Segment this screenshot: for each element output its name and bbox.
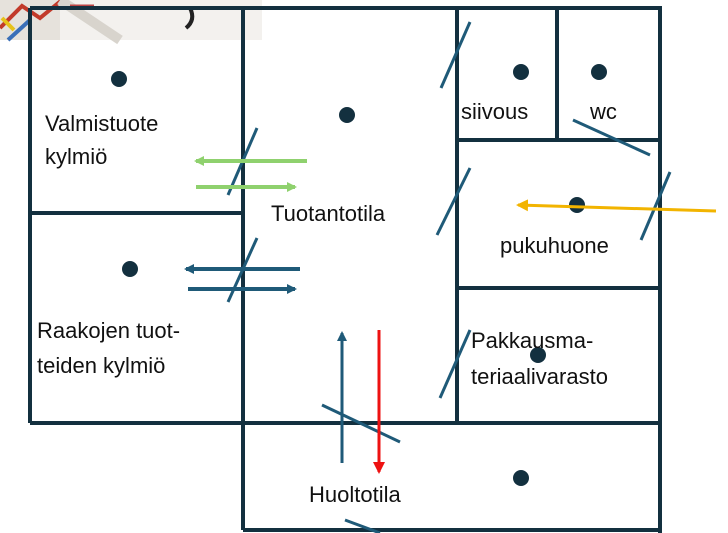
label-valmistuote-line2: kylmiö xyxy=(45,144,107,169)
label-pakkaus-line2: teriaalivarasto xyxy=(471,364,608,389)
label-raakojen-line1: Raakojen tuot- xyxy=(37,318,180,343)
label-siivous: siivous xyxy=(461,99,528,124)
arrow-orange-left xyxy=(516,199,717,213)
label-raakojen-line2: teiden kylmiö xyxy=(37,353,165,378)
flow-arrows xyxy=(184,156,717,474)
dot-marker-icon xyxy=(339,107,355,123)
walls xyxy=(28,6,662,533)
dot-marker-icon xyxy=(513,64,529,80)
label-valmistuote-line1: Valmistuote xyxy=(45,111,158,136)
door-siivous xyxy=(439,21,472,89)
label-tuotantotila: Tuotantotila xyxy=(271,201,386,226)
label-pukuhuone: pukuhuone xyxy=(500,233,609,258)
door-pukuhuone xyxy=(435,167,472,236)
label-pakkaus-line1: Pakkausma- xyxy=(471,328,593,353)
door-wc xyxy=(572,118,651,157)
doors xyxy=(226,21,672,533)
label-huoltotila: Huoltotila xyxy=(309,482,401,507)
label-wc: wc xyxy=(589,99,617,124)
outer-wall xyxy=(30,6,662,533)
dot-marker-icon xyxy=(591,64,607,80)
dot-marker-icon xyxy=(569,197,585,213)
dot-marker-icon xyxy=(111,71,127,87)
dot-marker-icon xyxy=(513,470,529,486)
door-pakkaus xyxy=(438,329,472,399)
door-pukuhuone-outer xyxy=(639,171,672,241)
room-labels: Valmistuote kylmiö Tuotantotila siivous … xyxy=(37,99,617,507)
room-markers xyxy=(111,64,607,486)
door-huolto-outer xyxy=(344,518,381,533)
dot-marker-icon xyxy=(530,347,546,363)
dot-marker-icon xyxy=(122,261,138,277)
door-huolto xyxy=(321,403,401,444)
